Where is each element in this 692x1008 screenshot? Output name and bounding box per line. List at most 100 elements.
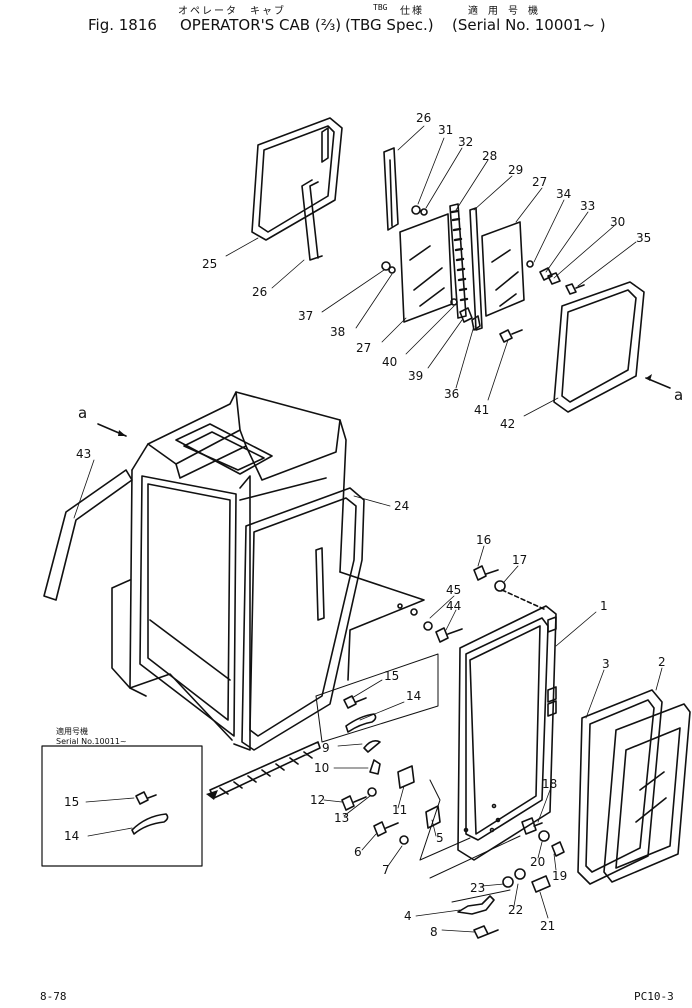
- callout-13: 13: [334, 811, 349, 825]
- callout-3: 3: [602, 657, 610, 671]
- inset-callout-14: 14: [64, 829, 79, 843]
- callout-22: 22: [508, 903, 523, 917]
- washer-22: [514, 868, 526, 880]
- window-frame-25: [251, 117, 343, 241]
- callout-31: 31: [438, 123, 453, 137]
- figure-number: Fig. 1816: [88, 16, 157, 34]
- callout-42: 42: [500, 417, 515, 431]
- handle-14: [345, 713, 377, 733]
- grab-bar-26b: [383, 147, 399, 231]
- part-19: [551, 841, 565, 857]
- hole-d: [489, 827, 495, 833]
- callout-28: 28: [482, 149, 497, 163]
- callout-5: 5: [436, 831, 444, 845]
- part-21: [531, 875, 551, 893]
- part-35: [565, 283, 585, 295]
- part-30: [547, 272, 561, 285]
- callout-41: 41: [474, 403, 489, 417]
- seal-28: [449, 203, 469, 319]
- serial-label: (Serial No. 10001~ ): [452, 16, 606, 34]
- callout-34: 34: [556, 187, 571, 201]
- callout-40: 40: [382, 355, 397, 369]
- hole-a: [463, 827, 469, 833]
- callout-45: 45: [446, 583, 461, 597]
- window-frame-42: [553, 281, 645, 413]
- bolt-16: [473, 565, 499, 581]
- figure-title: OPERATOR'S CAB (⅔): [180, 16, 342, 34]
- grab-bar-26a: [301, 179, 323, 261]
- view-label-left: a: [78, 404, 87, 422]
- bolt-6: [373, 821, 399, 837]
- callout-6: 6: [354, 845, 362, 859]
- door-glass-2: [603, 703, 691, 883]
- washer-20: [538, 830, 550, 842]
- callout-11: 11: [392, 803, 407, 817]
- inset-handle-14: [131, 813, 169, 835]
- washer-7: [399, 835, 409, 845]
- inset-callout-15: 15: [64, 795, 79, 809]
- bolt-8: [473, 925, 499, 939]
- door-1: [457, 605, 557, 861]
- callout-10: 10: [314, 761, 329, 775]
- callout-20: 20: [530, 855, 545, 869]
- callout-18: 18: [542, 777, 557, 791]
- callout-39: 39: [408, 369, 423, 383]
- bolt-12: [341, 795, 367, 811]
- glass-27a: [399, 213, 453, 323]
- view-label-right: a: [674, 386, 683, 404]
- callout-21: 21: [540, 919, 555, 933]
- callout-30: 30: [610, 215, 625, 229]
- washer-45b: [410, 608, 418, 616]
- door-hinges: [547, 616, 557, 717]
- tbg-small-label: TBG: [373, 3, 388, 12]
- bracket-5: [419, 779, 441, 861]
- callout-24: 24: [394, 499, 409, 513]
- callout-25: 25: [202, 257, 217, 271]
- callout-32: 32: [458, 135, 473, 149]
- rail-29: [469, 207, 483, 331]
- inset-box: [41, 745, 203, 867]
- callout-23: 23: [470, 881, 485, 895]
- callout-1: 1: [600, 599, 608, 613]
- leader-lines: [419, 835, 521, 903]
- callout-12: 12: [310, 793, 325, 807]
- callout-14: 14: [406, 689, 421, 703]
- spec-label: (TBG Spec.): [345, 16, 434, 34]
- callout-44: 44: [446, 599, 461, 613]
- part-39: [459, 307, 473, 323]
- callout-7: 7: [382, 863, 390, 877]
- part-38: [388, 266, 396, 274]
- washer-23: [502, 876, 514, 888]
- inset-title: Serial No.10011~: [56, 737, 127, 746]
- callout-33: 33: [580, 199, 595, 213]
- part-18: [521, 817, 543, 835]
- callout-box-14: [315, 653, 439, 743]
- part-31: [411, 205, 421, 215]
- part-5: [425, 805, 441, 829]
- washer-45a: [423, 621, 433, 631]
- callout-37: 37: [298, 309, 313, 323]
- callout-36: 36: [444, 387, 459, 401]
- door-frame-3: [577, 689, 663, 885]
- tbg-japanese: 仕様: [400, 6, 424, 17]
- handle-4: [457, 895, 495, 915]
- part-33: [539, 267, 553, 281]
- callout-38: 38: [330, 325, 345, 339]
- plate-11: [397, 765, 415, 789]
- callout-35: 35: [636, 231, 651, 245]
- part-32: [420, 208, 428, 216]
- callout-29: 29: [508, 163, 523, 177]
- part-37: [381, 261, 391, 271]
- part-9: [363, 740, 381, 753]
- cab-body: [111, 391, 425, 751]
- callout-17: 17: [512, 553, 527, 567]
- hole-b: [491, 803, 497, 809]
- grab-rail-43: [43, 469, 133, 601]
- callout-27-left: 27: [356, 341, 371, 355]
- callout-9: 9: [322, 741, 330, 755]
- glass-27b: [481, 221, 525, 317]
- serial-japanese: 適 用 号 機: [468, 6, 541, 17]
- inset-bolt-15: [135, 791, 157, 805]
- washer-13: [367, 787, 377, 797]
